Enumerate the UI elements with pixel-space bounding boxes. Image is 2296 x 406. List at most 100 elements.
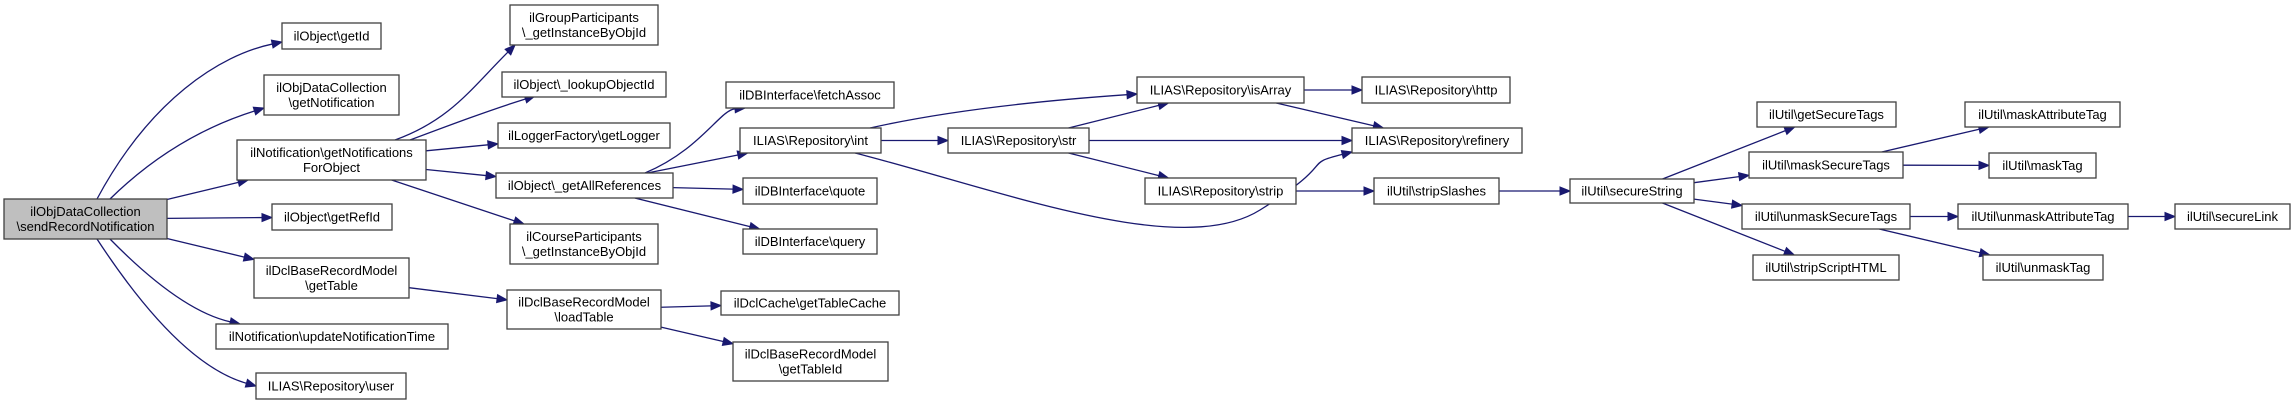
node-getTableId[interactable]: ilDclBaseRecordModel\getTableId — [732, 341, 889, 382]
edge-stripSlashes-to-secureString — [1499, 186, 1572, 196]
node-label: ilUtil\maskTag — [2002, 158, 2082, 173]
node-fetchAssoc[interactable]: ilDBInterface\fetchAssoc — [725, 81, 895, 109]
node-box[interactable] — [1964, 101, 2121, 128]
node-box[interactable] — [255, 372, 407, 400]
edge-unmaskAttributeTag-to-secureLink — [2128, 211, 2177, 222]
node-lookupObjectId[interactable]: ilObject\_lookupObjectId — [501, 71, 667, 98]
node-box[interactable] — [497, 122, 671, 149]
node-int[interactable]: ILIAS\Repository\int — [739, 127, 882, 154]
node-quote[interactable]: ilDBInterface\quote — [742, 177, 878, 205]
node-updateNotificationTime[interactable]: ilNotification\updateNotificationTime — [215, 323, 449, 350]
node-label: \getNotification — [289, 95, 375, 110]
node-box[interactable] — [506, 289, 662, 330]
node-box[interactable] — [1756, 101, 1897, 128]
node-box[interactable] — [271, 203, 393, 231]
node-unmaskSecureTags[interactable]: ilUtil\unmaskSecureTags — [1741, 203, 1911, 230]
node-box[interactable] — [732, 341, 889, 382]
node-box[interactable] — [1741, 203, 1911, 230]
node-label: ilNotification\getNotifications — [250, 145, 413, 160]
node-box[interactable] — [1144, 177, 1297, 205]
node-stripSlashes[interactable]: ilUtil\stripSlashes — [1373, 177, 1500, 205]
node-box[interactable] — [509, 223, 659, 265]
node-isArray[interactable]: ILIAS\Repository\isArray — [1136, 76, 1305, 104]
node-getAllReferences[interactable]: ilObject\_getAllReferences — [495, 172, 674, 199]
node-getLogger[interactable]: ilLoggerFactory\getLogger — [497, 122, 671, 149]
node-box[interactable] — [720, 290, 900, 316]
node-getTableCache[interactable]: ilDclCache\getTableCache — [720, 290, 900, 316]
node-box[interactable] — [725, 81, 895, 109]
node-crsGetInstance[interactable]: ilCourseParticipants\_getInstanceByObjId — [509, 223, 659, 265]
node-box[interactable] — [1752, 254, 1900, 281]
node-box[interactable] — [236, 139, 427, 181]
node-label: ilObject\getId — [294, 29, 370, 44]
node-box[interactable] — [1361, 76, 1511, 104]
edge-line — [1693, 176, 1740, 184]
node-box[interactable] — [1351, 127, 1523, 154]
node-box[interactable] — [253, 257, 410, 299]
node-secureLink[interactable]: ilUtil\secureLink — [2174, 203, 2291, 230]
node-box[interactable] — [739, 127, 882, 154]
node-http[interactable]: ILIAS\Repository\http — [1361, 76, 1511, 104]
node-label: ilUtil\unmaskSecureTags — [1755, 209, 1898, 224]
node-box[interactable] — [1748, 151, 1904, 179]
node-getSecureTags[interactable]: ilUtil\getSecureTags — [1756, 101, 1897, 128]
node-box[interactable] — [742, 228, 878, 255]
node-label: ilDclBaseRecordModel — [518, 295, 650, 310]
edge-str-to-refinery — [1089, 135, 1354, 146]
node-query[interactable]: ilDBInterface\query — [742, 228, 878, 255]
node-box[interactable] — [263, 74, 400, 116]
edge-line — [1662, 202, 1786, 252]
node-user[interactable]: ILIAS\Repository\user — [255, 372, 407, 400]
edge-getNotificationsForObject-to-getAllReferences — [425, 168, 498, 181]
node-secureString[interactable]: ilUtil\secureString — [1569, 178, 1695, 204]
node-loadTable[interactable]: ilDclBaseRecordModel\loadTable — [506, 289, 662, 330]
node-getId[interactable]: ilObject\getId — [281, 22, 382, 50]
node-root[interactable]: ilObjDataCollection\sendRecordNotificati… — [3, 198, 168, 240]
edge-str-to-strip — [1068, 152, 1170, 181]
edge-secureString-to-stripScriptHTML — [1662, 202, 1796, 256]
arrowhead-icon — [242, 252, 256, 262]
node-str[interactable]: ILIAS\Repository\str — [947, 127, 1090, 154]
node-box[interactable] — [742, 177, 878, 205]
node-box[interactable] — [281, 22, 382, 50]
node-refinery[interactable]: ILIAS\Repository\refinery — [1351, 127, 1523, 154]
node-getRefId[interactable]: ilObject\getRefId — [271, 203, 393, 231]
node-box[interactable] — [3, 198, 168, 240]
edge-line — [869, 94, 1128, 129]
edge-line — [1276, 102, 1374, 127]
node-label: ilObject\_getAllReferences — [508, 178, 662, 193]
edge-isArray-to-refinery — [1276, 102, 1385, 131]
node-box[interactable] — [1957, 203, 2129, 230]
node-box[interactable] — [1373, 177, 1500, 205]
node-unmaskTag[interactable]: ilUtil\unmaskTag — [1982, 254, 2104, 281]
node-box[interactable] — [947, 127, 1090, 154]
node-box[interactable] — [215, 323, 449, 350]
node-maskAttributeTag[interactable]: ilUtil\maskAttributeTag — [1964, 101, 2121, 128]
node-box[interactable] — [501, 71, 667, 98]
node-box[interactable] — [1988, 152, 2097, 179]
node-label: ilUtil\unmaskTag — [1996, 260, 2091, 275]
node-box[interactable] — [509, 4, 659, 46]
edge-line — [634, 197, 751, 228]
node-box[interactable] — [495, 172, 674, 199]
arrowhead-icon — [1126, 89, 1139, 100]
node-label: \sendRecordNotification — [16, 219, 154, 234]
node-grpGetInstance[interactable]: ilGroupParticipants\_getInstanceByObjId — [509, 4, 659, 46]
node-maskTag[interactable]: ilUtil\maskTag — [1988, 152, 2097, 179]
node-unmaskAttributeTag[interactable]: ilUtil\unmaskAttributeTag — [1957, 203, 2129, 230]
node-stripScriptHTML[interactable]: ilUtil\stripScriptHTML — [1752, 254, 1900, 281]
arrowhead-icon — [721, 336, 735, 346]
node-strip[interactable]: ILIAS\Repository\strip — [1144, 177, 1297, 205]
node-getTable[interactable]: ilDclBaseRecordModel\getTable — [253, 257, 410, 299]
node-maskSecureTags[interactable]: ilUtil\maskSecureTags — [1748, 151, 1904, 179]
arrowhead-icon — [1351, 85, 1364, 95]
edge-str-to-isArray — [1068, 100, 1170, 129]
node-box[interactable] — [1569, 178, 1695, 204]
node-box[interactable] — [1136, 76, 1305, 104]
node-box[interactable] — [2174, 203, 2291, 230]
arrowhead-icon — [487, 140, 500, 150]
node-getNotification[interactable]: ilObjDataCollection\getNotification — [263, 74, 400, 116]
node-box[interactable] — [1982, 254, 2104, 281]
